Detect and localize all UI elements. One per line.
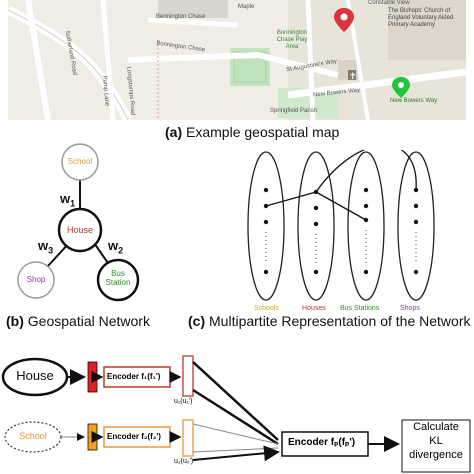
partition-houses	[297, 151, 335, 301]
multipartite-graph	[247, 150, 435, 301]
caption-a: (a) Example geospatial map	[165, 124, 339, 140]
caption-b-text: Geospatial Network	[27, 313, 150, 329]
geospatial-network	[17, 143, 140, 302]
house-feature-bar	[87, 361, 98, 393]
partition-schools	[247, 151, 285, 301]
u2-label: u₂(u₂')	[174, 458, 194, 465]
caption-c: (c) Multipartite Representation of the N…	[188, 313, 470, 329]
kl-line-2: KL	[429, 435, 443, 447]
map-label: Constable View	[368, 0, 410, 6]
map-label: New Bowers Way	[390, 98, 438, 104]
kl-divergence-box	[401, 419, 471, 473]
encoder-f2-label: Encoder f₂(f₂')	[107, 432, 161, 441]
house-label: House	[66, 225, 93, 235]
embedding-u2	[182, 419, 194, 457]
house-node	[57, 207, 103, 253]
pipeline-diagram	[1, 355, 471, 473]
svg-text:✝: ✝	[349, 71, 357, 81]
encoder-f1-label: Encoder f₁(f₁')	[107, 372, 161, 381]
map-label: Bonnington Chase Play Area	[276, 30, 308, 50]
partition-bus-stations	[347, 151, 385, 301]
weight-w1: w1	[60, 191, 76, 209]
u1-label: u₁(u₁')	[174, 398, 193, 405]
edge-house-bus	[315, 191, 367, 221]
school-input-label: School	[19, 431, 47, 441]
bus-station-label: Bus Station	[105, 269, 131, 287]
kl-divergence-text: Calculate KL divergence	[402, 420, 470, 462]
caption-b-letter: (b)	[6, 313, 24, 329]
partition-label: Shops	[400, 305, 420, 312]
nodes	[263, 187, 419, 275]
caption-b: (b) Geospatial Network	[6, 313, 150, 329]
partition-label: Houses	[302, 305, 326, 312]
partition-shops	[397, 151, 435, 301]
weight-w2: w2	[108, 238, 124, 256]
edge-house-shop-arc	[315, 150, 417, 193]
kl-line-3: divergence	[409, 449, 463, 461]
weight-w3: w3	[38, 238, 54, 256]
map-label: Bennington Chase	[156, 14, 206, 20]
caption-c-letter: (c)	[188, 313, 206, 329]
school-node	[61, 143, 99, 181]
geospatial-map: ✝ Bennington Chase Bonnington Chase St A…	[8, 0, 466, 120]
caption-c-text: Multipartite Representation of the Netwo…	[209, 313, 471, 329]
map-label: The Bishops' Church of England Voluntary…	[388, 8, 454, 28]
kl-line-1: Calculate	[413, 421, 459, 433]
partition-label: Bus Stations	[340, 305, 380, 312]
map-label: Springfield Parish	[270, 108, 318, 114]
house-input-label: House	[16, 368, 54, 383]
school-feature-bar	[87, 423, 98, 451]
caption-a-letter: (a)	[165, 124, 183, 140]
edge-school-house	[265, 191, 317, 207]
partition-label: Schools	[254, 305, 279, 312]
caption-a-text: Example geospatial map	[186, 124, 340, 140]
school-label: School	[67, 157, 93, 166]
shop-label: Shop	[26, 275, 46, 284]
map-graphic: ✝	[8, 0, 466, 120]
shop-node	[17, 261, 55, 299]
map-label: Maple	[238, 4, 255, 10]
bus-station-node	[96, 258, 140, 302]
encoder-fp-label: Encoder fₚ(fₚ')	[288, 437, 356, 448]
house-input-node	[1, 357, 69, 397]
red-pin-icon	[334, 8, 354, 32]
embedding-u1	[182, 355, 194, 397]
green-pin-icon	[392, 77, 410, 98]
school-input-node	[4, 421, 62, 453]
